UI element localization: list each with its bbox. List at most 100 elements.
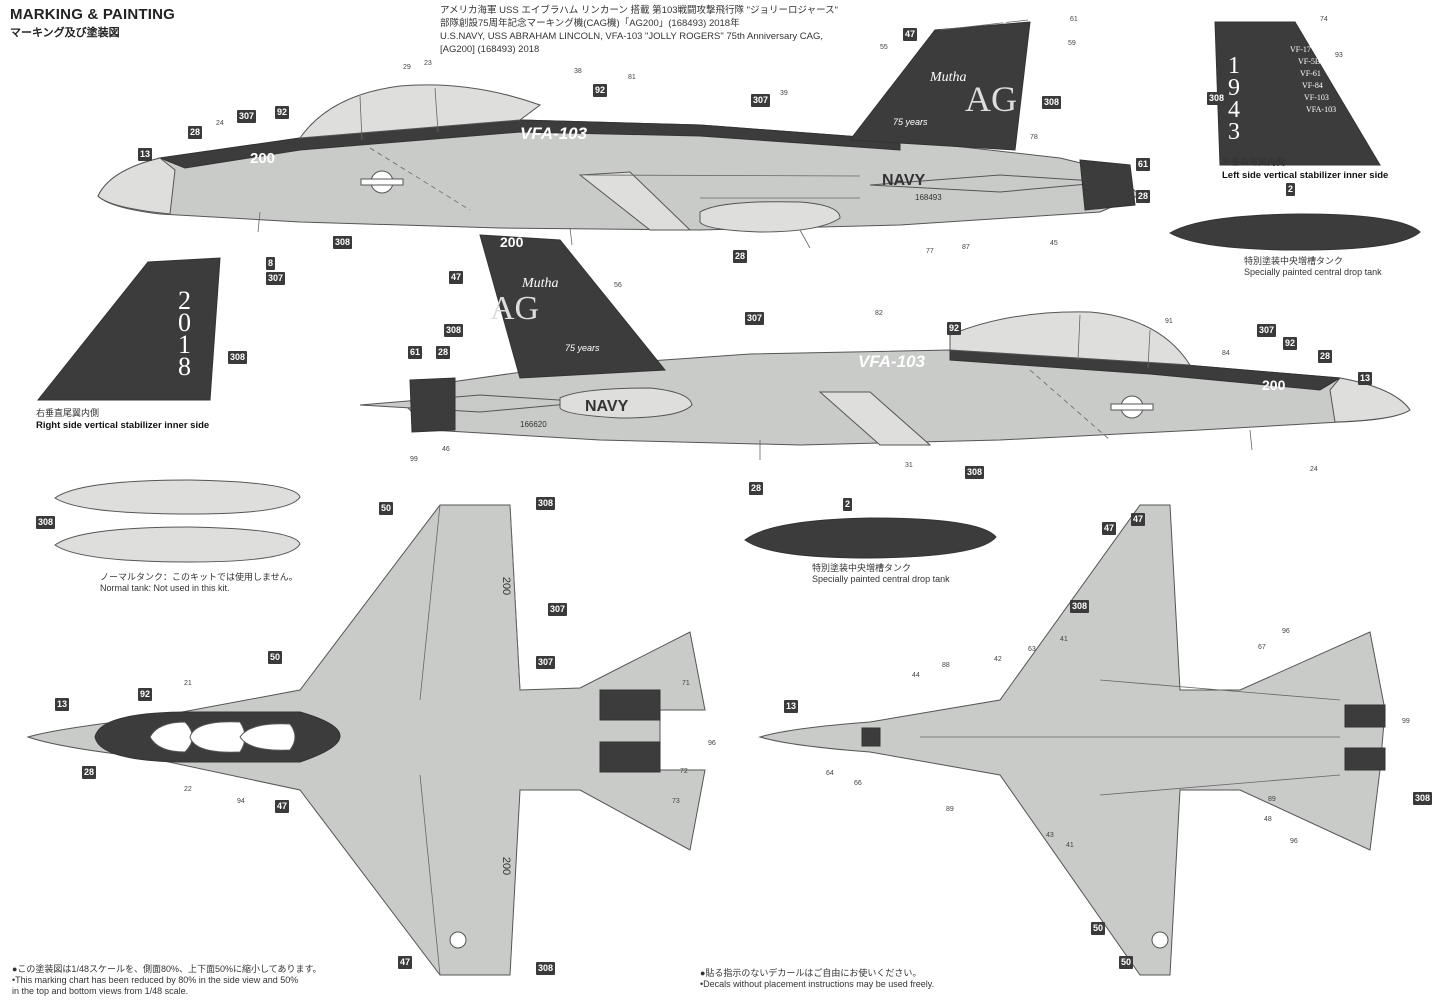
decal-no-56: 56 [614, 282, 622, 289]
page-title-jp: マーキング及び塗装図 [10, 27, 120, 39]
right-stab-caption-jp: 右垂直尾翼内側 [36, 408, 100, 418]
decal-no-96b: 96 [1282, 628, 1290, 635]
decal-no-55: 55 [880, 44, 888, 51]
paint-code-50b: 50 [268, 651, 283, 664]
year-left-stab: 1943 [1228, 53, 1240, 145]
subtitle-en-1: U.S.NAVY, USS ABRAHAM LINCOLN, VFA-103 "… [440, 31, 824, 42]
normal-tank-2 [54, 526, 301, 563]
tail-text-right: Mutha [522, 276, 559, 291]
paint-code-308j: 308 [1070, 600, 1090, 613]
paint-code-2: 2 [1286, 183, 1296, 196]
paint-code-307c: 307 [266, 272, 286, 285]
decal-no-48: 48 [1264, 816, 1272, 823]
paint-code-28e: 28 [749, 482, 764, 495]
squadron-text-right: VFA-103 [858, 352, 926, 371]
drop-tank-caption-en-1: Specially painted central drop tank [1244, 267, 1382, 277]
modex-tail-left: 200 [985, 10, 1009, 26]
paint-code-308h: 308 [536, 497, 556, 510]
bureau-no-right: 166620 [520, 420, 547, 429]
paint-code-307e: 307 [1257, 324, 1277, 337]
squadron-history-1: VF-17 [1290, 45, 1311, 54]
paint-code-307f: 307 [548, 603, 568, 616]
paint-code-50: 50 [379, 502, 394, 515]
normal-tank-caption-en: Normal tank: Not used in this kit. [100, 583, 230, 593]
decal-no-82: 82 [875, 310, 883, 317]
scale-note-jp: ●この塗装図は1/48スケールを、側面80%、上下面50%に縮小してあります。 [12, 964, 322, 974]
paint-code-28f: 28 [1318, 350, 1333, 363]
paint-code-28: 28 [188, 126, 203, 139]
paint-code-47e: 47 [1131, 513, 1146, 526]
decal-no-78: 78 [1030, 134, 1038, 141]
paint-code-92c: 92 [947, 322, 962, 335]
decal-no-59: 59 [1068, 40, 1076, 47]
paint-code-13d: 13 [784, 700, 799, 713]
drop-tank-middle [744, 517, 997, 559]
page-title: MARKING & PAINTING [10, 6, 175, 23]
decal-note-en: •Decals without placement instructions m… [700, 979, 935, 989]
paint-code-61: 61 [1136, 158, 1151, 171]
paint-code-307: 307 [237, 110, 257, 123]
decal-no-72: 72 [680, 768, 688, 775]
paint-code-8: 8 [266, 257, 276, 270]
decal-no-45: 45 [1050, 240, 1058, 247]
decal-no-84: 84 [1222, 350, 1230, 357]
decal-no-41b: 41 [1066, 842, 1074, 849]
years-text-right: 75 years [565, 343, 600, 353]
paint-code-28b: 28 [733, 250, 748, 263]
tail-text-left: Mutha [930, 70, 967, 85]
paint-code-28c: 28 [1136, 190, 1151, 203]
drop-tank-caption-jp-2: 特別塗装中央増槽タンク [812, 563, 912, 573]
modex-tail-right: 200 [500, 234, 524, 250]
paint-code-308f: 308 [965, 466, 985, 479]
years-text-left: 75 years [893, 117, 928, 127]
bureau-no-left: 168493 [915, 193, 942, 202]
scale-note-en-2: in the top and bottom views from 1/48 sc… [12, 986, 189, 996]
navy-text-left: NAVY [882, 172, 926, 189]
paint-code-308i: 308 [536, 962, 556, 975]
decal-no-93: 93 [1335, 52, 1343, 59]
paint-code-92e: 92 [138, 688, 153, 701]
year-right-stab: 2018 [178, 286, 191, 381]
tail-ag-right: AG [490, 290, 540, 327]
decal-no-73: 73 [672, 798, 680, 805]
paint-code-308g: 308 [36, 516, 56, 529]
paint-code-13b: 13 [1358, 372, 1373, 385]
decal-note-jp: ●貼る指示のないデカールはご自由にお使いください。 [700, 968, 922, 978]
squadron-text-left: VFA-103 [520, 124, 588, 143]
paint-code-308c: 308 [1207, 92, 1227, 105]
paint-code-308d: 308 [228, 351, 248, 364]
decal-no-61: 61 [1070, 16, 1078, 23]
subtitle-jp-1: アメリカ海軍 USS エイブラハム リンカーン 搭載 第103戦闘攻撃飛行隊 "… [440, 5, 838, 16]
left-stab-caption-jp: 左垂直尾翼内側 [1222, 157, 1286, 167]
decal-no-74: 74 [1320, 16, 1328, 23]
paint-code-92d: 92 [1283, 337, 1298, 350]
decal-no-99b: 99 [1402, 718, 1410, 725]
decal-no-23: 23 [424, 60, 432, 67]
decal-no-96: 96 [708, 740, 716, 747]
paint-code-47c: 47 [275, 800, 290, 813]
decal-no-66: 66 [854, 780, 862, 787]
paint-code-61b: 61 [408, 346, 423, 359]
paint-code-307b: 307 [751, 94, 771, 107]
subtitle-jp-2: 部隊創設75周年記念マーキング機(CAG機)「AG200」(168493) 20… [440, 18, 740, 29]
left-stab-inner [1214, 21, 1381, 166]
decal-no-29: 29 [403, 64, 411, 71]
decal-no-24b: 24 [1310, 466, 1318, 473]
decal-no-41: 41 [1060, 636, 1068, 643]
decal-no-42: 42 [994, 656, 1002, 663]
decal-no-39: 39 [780, 90, 788, 97]
decal-no-38: 38 [574, 68, 582, 75]
squadron-history-6: VFA-103 [1306, 105, 1337, 114]
tail-ag-left: AG [965, 79, 1017, 119]
paint-code-2b: 2 [843, 498, 853, 511]
modex-wing-bottom: 200 [500, 856, 513, 876]
paint-code-47f: 47 [1102, 522, 1117, 535]
squadron-history-4: VF-84 [1302, 81, 1323, 90]
paint-code-308e: 308 [444, 324, 464, 337]
decal-no-43: 43 [1046, 832, 1054, 839]
drop-tank-caption-jp-1: 特別塗装中央増槽タンク [1244, 256, 1344, 266]
normal-tank-caption-jp: ノーマルタンク：このキットでは使用しません。 [100, 572, 298, 582]
squadron-history-5: VF-103 [1304, 93, 1329, 102]
decal-no-21: 21 [184, 680, 192, 687]
